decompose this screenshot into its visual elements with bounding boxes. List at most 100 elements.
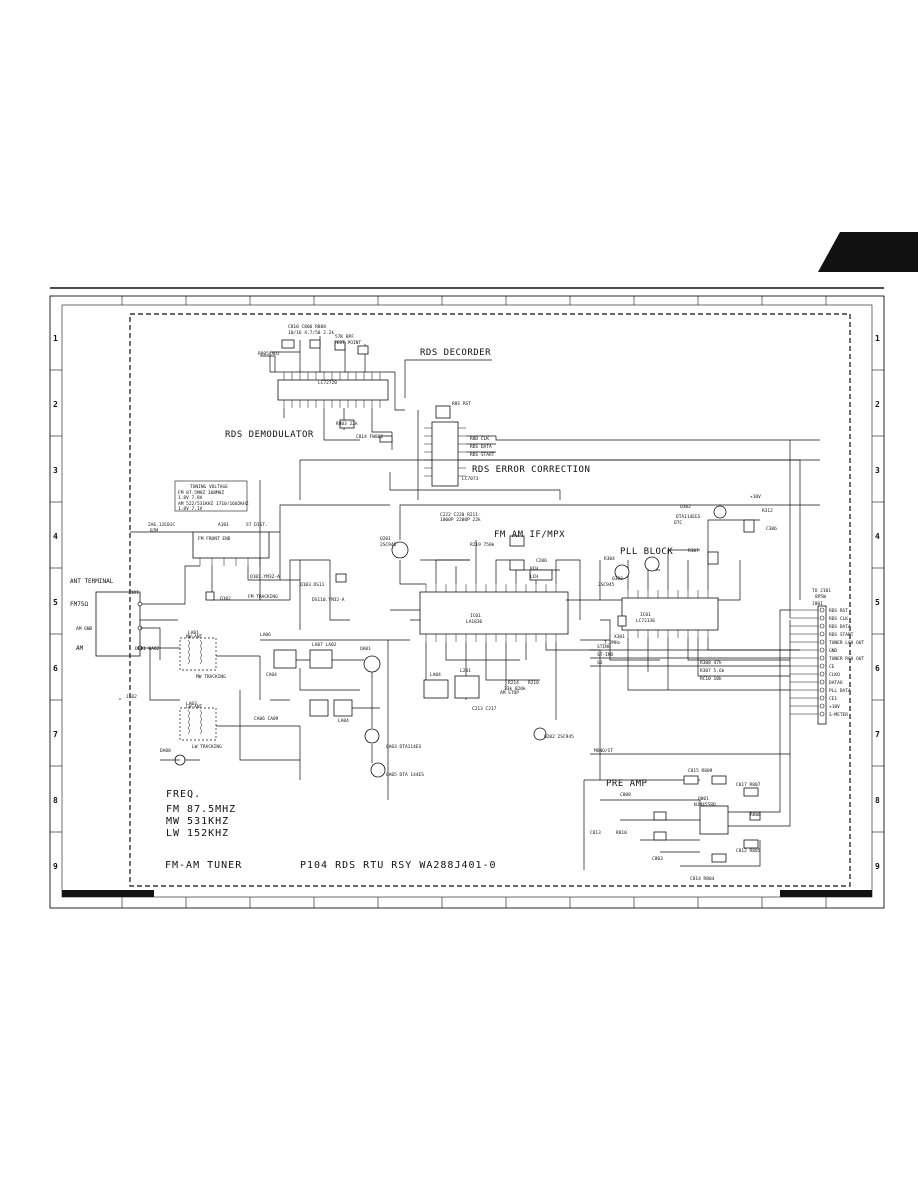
svg-text:R312: R312 bbox=[762, 508, 773, 514]
svg-text:C814 R804: C814 R804 bbox=[690, 876, 715, 882]
row-label: 3 bbox=[875, 466, 880, 475]
svg-text:C306: C306 bbox=[766, 526, 777, 532]
connector-ref-label: J801 bbox=[812, 601, 823, 607]
svg-text:A101: A101 bbox=[218, 522, 229, 528]
row-label: 2 bbox=[53, 400, 58, 409]
fm-front-end-section: FM FRONT END 2A6.12E01C B7M A101 ST DIST… bbox=[130, 504, 390, 630]
row-label: 4 bbox=[53, 532, 58, 541]
connector-j801: TO J101 8P5W J801 RDS RST RDS CLK RDS DA… bbox=[789, 440, 865, 725]
svg-text:X301: X301 bbox=[614, 634, 625, 640]
if-mpx-ic-part: LA1836 bbox=[466, 619, 483, 625]
svg-text:33k 820k: 33k 820k bbox=[504, 686, 526, 692]
svg-text:L201: L201 bbox=[460, 668, 471, 674]
svg-text:B7M: B7M bbox=[150, 528, 158, 534]
connector-pin: CE bbox=[829, 664, 835, 670]
svg-text:Q801: Q801 bbox=[698, 796, 709, 802]
svg-text:R210: R210 bbox=[528, 680, 539, 686]
svg-text:C817 R807: C817 R807 bbox=[736, 782, 761, 788]
row-labels-right: 1 2 3 4 5 6 7 8 9 bbox=[875, 334, 880, 871]
row-labels-left: 1 2 3 4 5 6 7 8 9 bbox=[53, 334, 58, 871]
row-label: 5 bbox=[53, 598, 58, 607]
freq-line: MW 531KHZ bbox=[166, 816, 229, 827]
svg-text:RDS DATA: RDS DATA bbox=[470, 444, 492, 450]
pll-block-title: PLL BLOCK bbox=[620, 547, 673, 557]
svg-text:2A6.12E01C: 2A6.12E01C bbox=[148, 522, 175, 528]
svg-text:LA03: LA03 bbox=[186, 701, 197, 707]
svg-text:DTA114EES: DTA114EES bbox=[676, 514, 701, 520]
test-point-label: TEST POINT bbox=[334, 340, 361, 346]
svg-text:C206: C206 bbox=[536, 558, 547, 564]
rds-decoder-section: C810 C806 R808 10/16 4.7/50 2.2k 57K BPF… bbox=[225, 324, 491, 450]
connector-to-label: TO J101 bbox=[812, 588, 831, 594]
svg-text:LW-ANT: LW-ANT bbox=[186, 704, 203, 710]
svg-text:R810: R810 bbox=[616, 830, 627, 836]
signal-notes: STING ST-IND SD MONO/ST bbox=[590, 644, 790, 755]
svg-text:RCH: RCH bbox=[530, 566, 538, 572]
svg-text:R803 22k: R803 22k bbox=[336, 421, 358, 427]
svg-text:RDS START: RDS START bbox=[470, 452, 495, 458]
sting-label: STING bbox=[597, 644, 611, 650]
svg-text:QA03 DTA114ES: QA03 DTA114ES bbox=[386, 744, 422, 750]
row-label: 1 bbox=[875, 334, 880, 343]
svg-text:LCH: LCH bbox=[530, 574, 538, 580]
svg-text:LA04: LA04 bbox=[338, 718, 349, 724]
svg-text:Q302: Q302 bbox=[680, 504, 691, 510]
svg-text:7.2MHz: 7.2MHz bbox=[604, 640, 621, 646]
connector-part-label: 8P5W bbox=[815, 594, 826, 600]
sd-label: SD bbox=[597, 660, 603, 666]
pll-ic bbox=[621, 597, 719, 631]
am-stop-label: AM STOP bbox=[500, 690, 519, 696]
svg-text:IC01: IC01 bbox=[640, 612, 651, 618]
connector-pin: CLKO bbox=[829, 672, 840, 678]
svg-text:1000P 2200P 22k: 1000P 2200P 22k bbox=[440, 517, 481, 523]
if-mpx-title: FM AM IF/MPX bbox=[494, 530, 565, 540]
pcb-outline bbox=[129, 313, 851, 887]
row-label: 4 bbox=[875, 532, 880, 541]
svg-text:Q102: Q102 bbox=[220, 596, 231, 602]
svg-text:C810 C806 R808: C810 C806 R808 bbox=[288, 324, 326, 330]
connector-pin: PLL DATA bbox=[829, 688, 851, 694]
svg-text:Q101.YM32-A: Q101.YM32-A bbox=[250, 574, 280, 580]
svg-text:LA06: LA06 bbox=[260, 632, 271, 638]
svg-text:2SC945: 2SC945 bbox=[598, 582, 615, 588]
pre-amp-section: Q801 NJM4558D PRE AMP C815 R809 C817 R80… bbox=[583, 609, 791, 882]
row-label: 5 bbox=[875, 598, 880, 607]
row-label: 9 bbox=[875, 862, 880, 871]
svg-text:QA05 DTA 144ES: QA05 DTA 144ES bbox=[386, 772, 424, 778]
inner-frame bbox=[61, 304, 873, 898]
antenna-terminal: ANT TERMINAL FM75Ω AM GND AM J101 bbox=[70, 578, 143, 657]
svg-text:LA04: LA04 bbox=[430, 672, 441, 678]
svg-text:AM 522/531KHZ 1710/1602KHZ: AM 522/531KHZ 1710/1602KHZ bbox=[178, 501, 249, 507]
svg-text:QA01: QA01 bbox=[360, 646, 371, 652]
svg-text:Q201: Q201 bbox=[380, 536, 391, 542]
tuning-voltage-table: TUNING VOLTAGE FM 87.5MHZ 108MHZ 1.8V 7.… bbox=[174, 480, 249, 512]
svg-text:R214: R214 bbox=[508, 680, 519, 686]
svg-text:TUNING VOLTAGE: TUNING VOLTAGE bbox=[190, 484, 228, 490]
svg-text:R805 ADJ: R805 ADJ bbox=[258, 351, 280, 357]
rds-demodulator-title: RDS DEMODULATOR bbox=[225, 430, 314, 440]
column-ticks bbox=[50, 296, 884, 908]
pll-section: IC01 LC72136 PLL BLOCK Q302 DTA114EES DT… bbox=[580, 494, 800, 691]
if-mpx-ic bbox=[419, 591, 569, 635]
svg-text:R8S RST: R8S RST bbox=[452, 401, 471, 407]
svg-text:C803: C803 bbox=[652, 856, 663, 862]
title-bar-left bbox=[62, 890, 154, 897]
svg-text:Q202 2SC945: Q202 2SC945 bbox=[544, 734, 574, 740]
svg-text:C808: C808 bbox=[620, 792, 631, 798]
svg-text:2SC945: 2SC945 bbox=[380, 542, 397, 548]
row-label: 7 bbox=[875, 730, 880, 739]
fm-tracking-label: FM TRACKING bbox=[248, 594, 278, 600]
am-gnd-label: AM GND bbox=[76, 626, 93, 632]
svg-text:FM 87.5MHZ 108MHZ: FM 87.5MHZ 108MHZ bbox=[178, 490, 224, 496]
am-label: AM bbox=[76, 645, 84, 652]
row-label: 6 bbox=[875, 664, 880, 673]
rds-decoder-ic-part: LC72720 bbox=[318, 380, 337, 386]
connector-pin: TUNER LCH OUT bbox=[829, 640, 865, 646]
mono-st-label: MONO/ST bbox=[594, 748, 613, 754]
connector-pin: +10V bbox=[829, 704, 840, 710]
row-label: 7 bbox=[53, 730, 58, 739]
svg-text:R8D CLK: R8D CLK bbox=[470, 436, 489, 442]
svg-text:C815 R809: C815 R809 bbox=[688, 768, 713, 774]
